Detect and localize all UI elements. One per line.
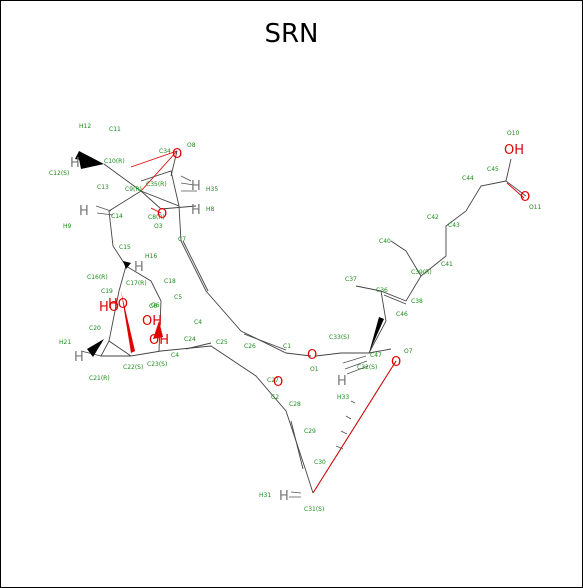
atom-label: C26 (244, 343, 256, 350)
oxygen-atom: O (172, 147, 182, 162)
molecule-title: SRN (264, 19, 319, 49)
atom-label: C13 (97, 184, 109, 191)
atom-label: C29 (304, 428, 316, 435)
atom-label: H35 (206, 186, 218, 193)
atom-label: O8 (187, 142, 196, 149)
atom-label: C39(R) (411, 269, 432, 276)
atom-label: O10 (507, 130, 520, 137)
atom-label: C35(R) (146, 181, 167, 188)
hydrogen-symbols: H H H H H H H H (70, 156, 347, 504)
oxygen-atom: HO (108, 297, 128, 312)
atom-label: C8(R) (148, 214, 165, 221)
atom-label: C22(S) (123, 364, 143, 371)
hydrogen-atom: H (70, 156, 80, 171)
atom-label: H33 (337, 394, 349, 401)
atom-label: C42 (427, 214, 439, 221)
atom-label: O7 (404, 348, 413, 355)
atom-label: C2 (271, 394, 279, 401)
atom-label: C21(R) (89, 375, 110, 382)
atom-label: O3 (154, 223, 163, 230)
oxygen-atom: OH (149, 333, 169, 348)
atom-label: C47 (370, 352, 382, 359)
atom-label: C10(R) (104, 158, 125, 165)
hydrogen-atom: H (337, 374, 347, 389)
atom-label: C1 (283, 343, 291, 350)
atom-label: O6 (151, 302, 160, 309)
hydrogen-atom: H (134, 260, 144, 275)
atom-label: C11 (109, 126, 121, 133)
atom-label: C37 (345, 276, 357, 283)
atom-label: C14 (111, 213, 123, 220)
hydrogen-atom: H (191, 203, 201, 218)
atom-label: C23(S) (147, 361, 167, 368)
atom-label: C33(S) (329, 334, 349, 341)
atom-label: C41 (441, 261, 453, 268)
atom-label: C5 (174, 294, 182, 301)
atom-label: C16(R) (87, 274, 108, 281)
atom-label: C6 (149, 303, 157, 310)
atom-label: C38 (411, 298, 423, 305)
atom-label: C4 (194, 319, 202, 326)
atom-label: H31 (259, 492, 271, 499)
atom-label: C25 (216, 339, 228, 346)
hydrogen-atom: H (279, 489, 289, 504)
atom-label: H12 (79, 123, 91, 130)
atom-label: C7 (178, 236, 186, 243)
atom-label: C40 (379, 238, 391, 245)
atom-label: C28 (289, 401, 301, 408)
oxygen-atom: O (307, 348, 317, 363)
atom-label: C32(S) (357, 364, 377, 371)
atom-label: H16 (145, 253, 157, 260)
oxygen-atom: O (157, 207, 167, 222)
atom-label: C46 (396, 311, 408, 318)
atom-label: C44 (462, 175, 474, 182)
atom-label: C24 (184, 336, 196, 343)
oxygen-atom: O (391, 355, 401, 370)
atom-label: C31(S) (304, 506, 324, 513)
atom-label: H8 (206, 206, 215, 213)
oxygen-atom: OH (142, 314, 162, 329)
oxygen-labels: O1 O3 O6 O7 O8 O10 O11 (151, 130, 542, 373)
atom-label: O11 (529, 204, 542, 211)
atom-label: H9 (63, 223, 72, 230)
oxygen-symbols: O O O O O OH HO HO OH OH O (99, 143, 530, 390)
oxygen-atom: O (273, 375, 283, 390)
atom-label: C43 (448, 222, 460, 229)
atom-label: C34 (159, 148, 171, 155)
atom-label: C18 (164, 278, 176, 285)
atom-label: C12(S) (49, 170, 69, 177)
hydrogen-atom: H (74, 350, 84, 365)
oxygen-atom: O (520, 190, 530, 205)
carbon-labels: C1 C2 C4 C4 C5 C6 C7 C8(R) C9(R) C10(R) … (49, 126, 499, 513)
atom-label: C36 (376, 287, 388, 294)
atom-label: C17(R) (126, 280, 147, 287)
atom-label: C20 (89, 325, 101, 332)
atom-label: H21 (59, 339, 71, 346)
stereo-bonds (75, 151, 384, 498)
atom-label: C9(R) (125, 186, 142, 193)
atom-label: C30 (314, 459, 326, 466)
bond-lines (80, 150, 527, 494)
atom-label: C19 (101, 288, 113, 295)
oxygen-atom: HO (99, 300, 119, 315)
hydrogen-atom: H (79, 204, 89, 219)
atom-label: C45 (487, 166, 499, 173)
atom-label: O1 (310, 366, 319, 373)
hydrogen-atom: H (191, 179, 201, 194)
atom-label: C27 (267, 377, 279, 384)
atom-label: C15 (119, 244, 131, 251)
hydrogen-labels: H12 H8 H9 H16 H21 H31 H33 H35 (59, 123, 349, 499)
oxygen-atom: OH (504, 143, 524, 158)
atom-label: C4 (171, 352, 179, 359)
